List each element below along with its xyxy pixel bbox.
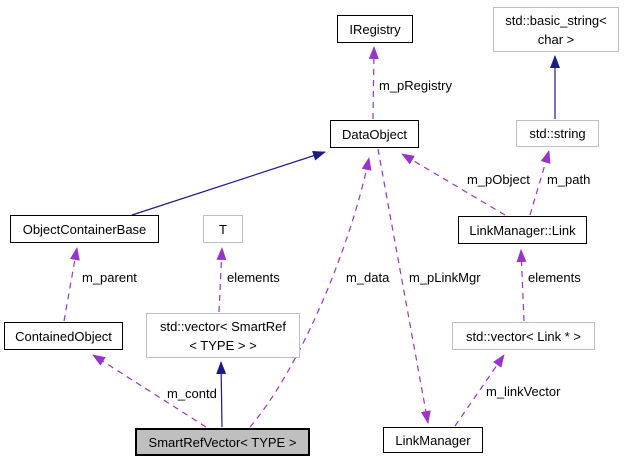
edge-elements-right	[516, 249, 527, 322]
node-label: LinkManager::Link	[469, 222, 576, 238]
node-label: ObjectContainerBase	[22, 221, 147, 237]
edge-m_pLinkMgr	[377, 148, 431, 424]
node-label-line1: std::basic_string<	[505, 12, 607, 28]
node-label-line2: < TYPE > >	[189, 337, 257, 353]
node-label-line1: std::vector< SmartRef	[159, 318, 287, 334]
node-std-vector-smartref[interactable]: std::vector< SmartRef < TYPE > >	[146, 313, 300, 358]
node-label: std::vector< Link * >	[466, 328, 581, 344]
node-std-vector-link-ptr[interactable]: std::vector< Link * >	[452, 322, 595, 350]
node-label-line2: char >	[537, 31, 575, 47]
edge-label-elements-right: elements	[528, 270, 581, 285]
edge-label-m_pLinkMgr: m_pLinkMgr	[409, 270, 481, 285]
node-iregistry[interactable]: IRegistry	[337, 15, 413, 43]
edge-label-m_data: m_data	[346, 270, 390, 285]
edge-label-m_path: m_path	[547, 172, 591, 187]
edge-m_contd	[92, 354, 207, 428]
node-label: SmartRefVector< TYPE >	[148, 434, 297, 450]
edge-label-m_pRegistry: m_pRegistry	[379, 78, 452, 93]
node-label: T	[219, 221, 227, 237]
node-objectcontainerbase[interactable]: ObjectContainerBase	[10, 215, 159, 243]
edge-m_pRegistry	[368, 46, 379, 120]
edge-m_data	[249, 157, 372, 428]
edge-smartrefvector-to-stdvector-smartref	[216, 361, 227, 428]
node-containedobject[interactable]: ContainedObject	[4, 322, 123, 350]
edge-label-m_linkVector: m_linkVector	[486, 384, 561, 399]
edge-label-elements-left: elements	[227, 270, 280, 285]
edge-label-m_parent: m_parent	[82, 270, 137, 285]
node-label: ContainedObject	[15, 328, 112, 344]
node-linkmanager-link[interactable]: LinkManager::Link	[458, 216, 587, 244]
edge-label-m_pObject: m_pObject	[467, 172, 530, 187]
node-label: std::string	[529, 126, 586, 141]
edge-m_pObject	[401, 153, 506, 216]
edge-objectcontainerbase-to-dataobject	[131, 150, 326, 216]
node-label: IRegistry	[349, 21, 401, 37]
edge-label-m_contd: m_contd	[167, 386, 217, 401]
node-template-param-t[interactable]: T	[203, 215, 243, 243]
node-dataobject[interactable]: DataObject	[330, 120, 419, 148]
edge-m_path	[529, 150, 551, 216]
node-smartrefvector[interactable]: SmartRefVector< TYPE >	[135, 428, 310, 456]
node-std-string[interactable]: std::string	[516, 120, 599, 147]
node-linkmanager[interactable]: LinkManager	[383, 427, 483, 453]
edge-m_parent	[63, 247, 80, 322]
node-label: DataObject	[341, 126, 408, 142]
edge-m_linkVector	[454, 354, 505, 427]
node-label: LinkManager	[395, 432, 471, 448]
node-std-basic-string[interactable]: std::basic_string< char >	[493, 7, 619, 52]
edge-elements-left	[216, 247, 227, 313]
